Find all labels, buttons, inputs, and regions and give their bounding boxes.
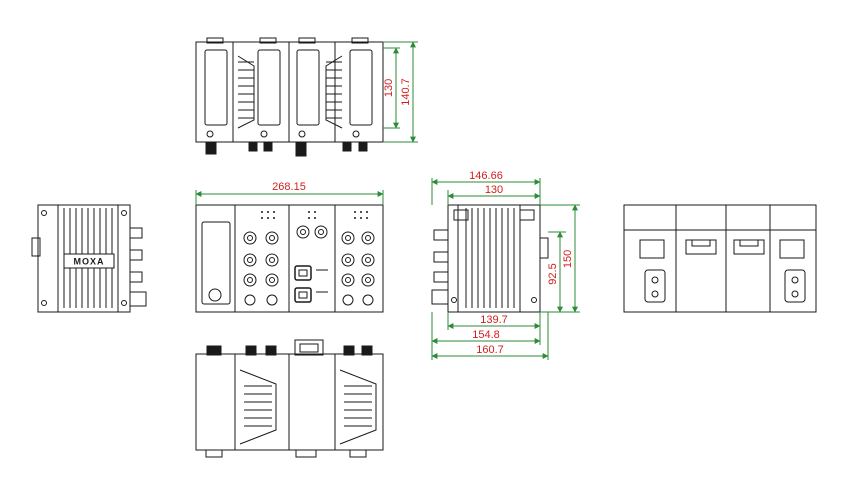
m12-ports-module-3 — [341, 231, 375, 306]
rear-mount-2 — [685, 239, 717, 255]
front-view-dimensions — [195, 190, 384, 205]
dim-side-top-inner: 130 — [485, 184, 503, 196]
bottom-view-connectors — [206, 339, 373, 356]
moxa-logo: MOXA — [74, 257, 105, 267]
right-view-dimensions — [431, 178, 580, 360]
dim-side-top-outer: 146.66 — [469, 170, 503, 182]
rear-view — [623, 204, 817, 313]
ethernet-module — [294, 225, 328, 303]
top-view-dimensions — [383, 41, 418, 143]
top-tab-3 — [298, 37, 316, 44]
top-connectors — [205, 141, 368, 157]
led-indicators — [261, 211, 368, 219]
right-side-view — [431, 204, 549, 313]
left-view-connectors — [129, 227, 147, 307]
dim-side-height-outer: 150 — [562, 250, 574, 268]
top-fins-right — [325, 55, 343, 129]
dim-side-bottom-3: 160.7 — [476, 344, 504, 356]
top-label-panel-4 — [349, 49, 373, 126]
right-view-connectors — [431, 229, 449, 305]
rear-mount-1 — [639, 239, 666, 303]
top-label-panel-1 — [204, 49, 228, 126]
top-fins-left — [237, 55, 255, 129]
left-side-view — [31, 204, 147, 313]
rear-view-body — [623, 204, 817, 313]
dim-front-width: 268.15 — [272, 181, 306, 193]
rear-mount-4 — [779, 239, 806, 303]
bottom-view — [195, 339, 384, 458]
logo-plate — [63, 253, 115, 269]
dim-side-height-inner: 92.5 — [547, 263, 559, 284]
rear-mount-3 — [733, 239, 765, 255]
bottom-fins-right — [339, 369, 377, 445]
top-tab-1 — [206, 37, 224, 44]
m12-ports-module-1 — [243, 231, 279, 306]
power-connector — [208, 288, 222, 302]
top-tab-4 — [351, 37, 369, 44]
top-view — [195, 37, 384, 157]
right-view-body — [447, 204, 541, 313]
bottom-fins-left — [239, 369, 277, 445]
top-label-panel-2 — [257, 49, 281, 126]
dim-top-height-inner: 130 — [383, 79, 395, 97]
power-module-panel — [201, 221, 231, 305]
front-view — [195, 204, 384, 313]
dim-side-bottom-2: 154.8 — [472, 329, 500, 341]
right-view-fins — [465, 208, 515, 308]
top-label-panel-3 — [296, 49, 320, 126]
dim-side-bottom-1: 139.7 — [480, 314, 508, 326]
dim-top-height-outer: 140.7 — [400, 78, 412, 106]
top-tab-2 — [259, 37, 277, 44]
